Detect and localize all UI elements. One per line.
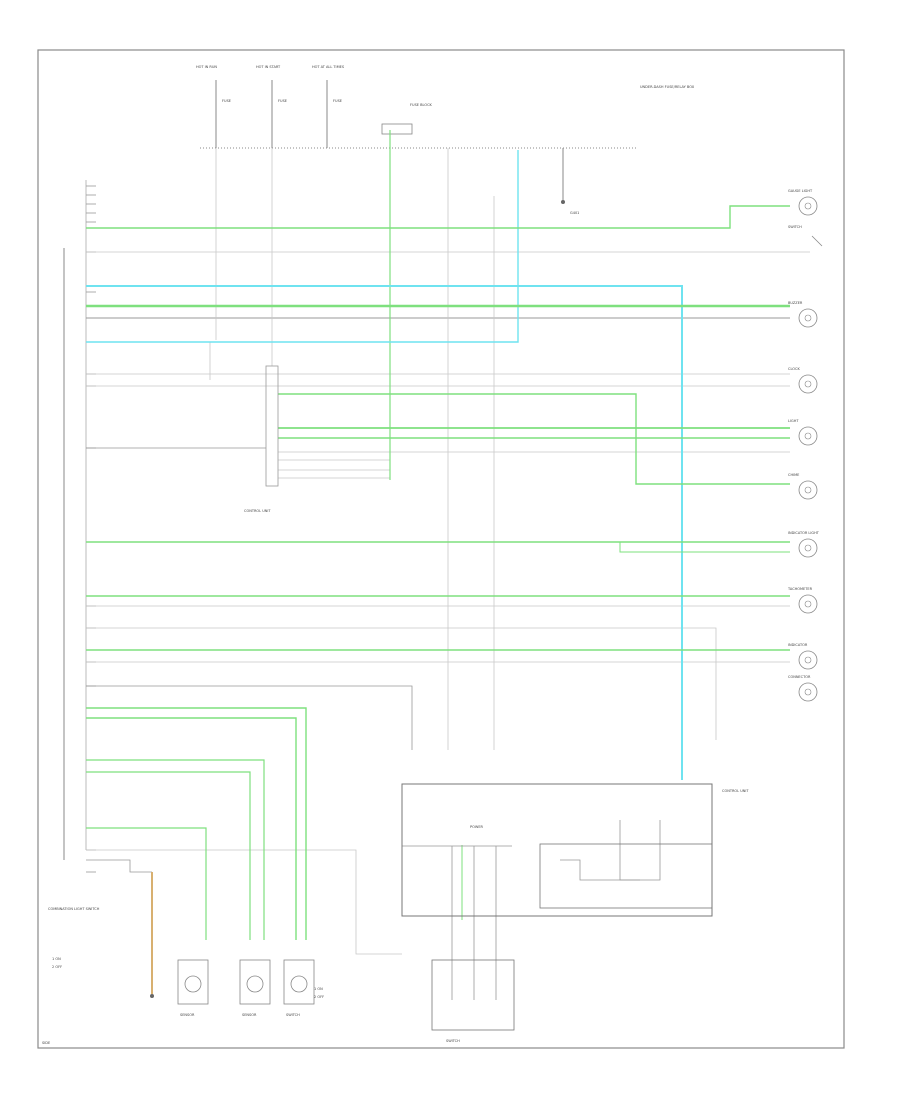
control-unit-label: CONTROL UNIT xyxy=(722,789,749,793)
lamp-icon xyxy=(798,538,818,558)
sensor-box xyxy=(239,959,271,1005)
ground-node xyxy=(561,200,565,204)
right-component-3: BUZZER xyxy=(788,301,818,328)
lamp-icon xyxy=(798,650,818,670)
right-component-label: SWITCH xyxy=(788,225,802,229)
bottom-sensors: SENSOR SENSOR SWITCH xyxy=(177,959,315,1017)
wire-green xyxy=(86,707,307,940)
sensor-icon xyxy=(246,975,264,993)
lamp-filament-icon xyxy=(804,656,812,664)
lamp-filament-icon xyxy=(804,202,812,210)
right-component-10: CONNECTOR xyxy=(788,675,818,702)
mid-connector xyxy=(265,365,279,487)
lamp-filament-icon xyxy=(804,314,812,322)
switch-icon xyxy=(811,235,823,247)
bottom-switch-label: SWITCH xyxy=(446,1039,460,1043)
right-component-label: CONNECTOR xyxy=(788,675,811,679)
diagram-border xyxy=(37,49,845,1049)
top-label-2: HOT IN START xyxy=(256,65,281,69)
lamp-filament-icon xyxy=(804,486,812,494)
footer-code: SIDE xyxy=(42,1041,50,1045)
wire-green xyxy=(86,205,790,229)
bottom-sensor-3: SWITCH xyxy=(283,959,315,1017)
right-component-label: GAUGE LIGHT xyxy=(788,189,813,193)
fuse-block xyxy=(381,123,413,135)
control-unit-inner xyxy=(539,843,713,909)
sensor-box xyxy=(177,959,209,1005)
lamp-icon xyxy=(798,480,818,500)
wire-green xyxy=(86,759,265,940)
bottom-left-note-1: 1 ON xyxy=(52,957,61,961)
upper-right-label: UNDER-DASH FUSE/RELAY BOX xyxy=(640,85,695,89)
control-unit-box xyxy=(401,783,713,917)
bottom-switch-box xyxy=(431,959,515,1031)
right-component-2: SWITCH xyxy=(788,225,823,247)
lamp-icon xyxy=(798,308,818,328)
right-component-label: INDICATOR LIGHT xyxy=(788,531,820,535)
lamp-filament-icon xyxy=(804,380,812,388)
right-component-label: LIGHT xyxy=(788,419,799,423)
lamp-icon xyxy=(798,374,818,394)
lamp-filament-icon xyxy=(804,544,812,552)
right-component-4: CLOCK xyxy=(788,367,818,394)
cu-line xyxy=(619,820,661,881)
sensor-icon xyxy=(290,975,308,993)
bottom-sensor-label: SENSOR xyxy=(180,1013,195,1017)
sensor-note-2: 2 OFF xyxy=(314,995,324,999)
wire-green xyxy=(86,827,207,940)
fuse-block-label: FUSE BLOCK xyxy=(410,103,433,107)
right-component-label: CLOCK xyxy=(788,367,800,371)
right-component-8: TACHOMETER xyxy=(787,587,818,614)
wire-cyan xyxy=(86,150,519,343)
bottom-left-note-2: 2 OFF xyxy=(52,965,62,969)
right-component-label: INDICATOR xyxy=(788,643,808,647)
ground-label: G401 xyxy=(570,211,579,215)
right-component-7: INDICATOR LIGHT xyxy=(788,531,820,558)
bottom-left-ground xyxy=(150,994,154,998)
bottom-sensor-2: SENSOR xyxy=(239,959,271,1017)
lamp-filament-icon xyxy=(804,600,812,608)
wire-gray xyxy=(86,685,413,750)
mid-module-label: CONTROL UNIT xyxy=(244,509,271,513)
wire-green xyxy=(86,717,297,940)
lamp-icon xyxy=(798,682,818,702)
sensor-note-1: 1 ON xyxy=(314,987,323,991)
wire-gray xyxy=(86,849,402,955)
sensor-icon xyxy=(184,975,202,993)
right-component-5: LIGHT xyxy=(788,419,818,446)
right-component-1: GAUGE LIGHT xyxy=(788,189,818,216)
right-component-6: CHIME xyxy=(788,473,818,500)
lamp-icon xyxy=(798,426,818,446)
right-component-9: INDICATOR xyxy=(788,643,818,670)
right-component-label: TACHOMETER xyxy=(787,587,813,591)
right-components: GAUGE LIGHT SWITCH BUZZER CLOCK LIGHT CHIME IN… xyxy=(787,189,823,702)
cu-line xyxy=(560,859,640,881)
wire-group xyxy=(86,130,810,1000)
wire-gray xyxy=(86,859,152,873)
top-label-1: HOT IN RUN xyxy=(196,65,217,69)
right-component-label: CHIME xyxy=(788,473,799,477)
sensor-box xyxy=(283,959,315,1005)
bottom-sensor-1: SENSOR xyxy=(177,959,209,1017)
top-label-3: HOT AT ALL TIMES xyxy=(312,65,345,69)
bottom-left-label: COMBINATION LIGHT SWITCH xyxy=(48,907,100,911)
control-unit-inner-label: POWER xyxy=(470,825,484,829)
lamp-filament-icon xyxy=(804,688,812,696)
wire-green xyxy=(86,771,251,940)
bottom-sensor-label: SWITCH xyxy=(286,1013,300,1017)
bottom-sensor-label: SENSOR xyxy=(242,1013,257,1017)
wire-green xyxy=(278,393,790,485)
wire-cyan-main xyxy=(86,285,683,780)
fuse-label-2: FUSE xyxy=(278,99,287,103)
fuse-label-3: FUSE xyxy=(333,99,342,103)
wire-green xyxy=(619,542,790,553)
lamp-filament-icon xyxy=(804,432,812,440)
fuse-label-1: FUSE xyxy=(222,99,231,103)
lamp-icon xyxy=(798,196,818,216)
lamp-icon xyxy=(798,594,818,614)
wire-gray xyxy=(86,627,717,740)
right-component-label: BUZZER xyxy=(788,301,803,305)
